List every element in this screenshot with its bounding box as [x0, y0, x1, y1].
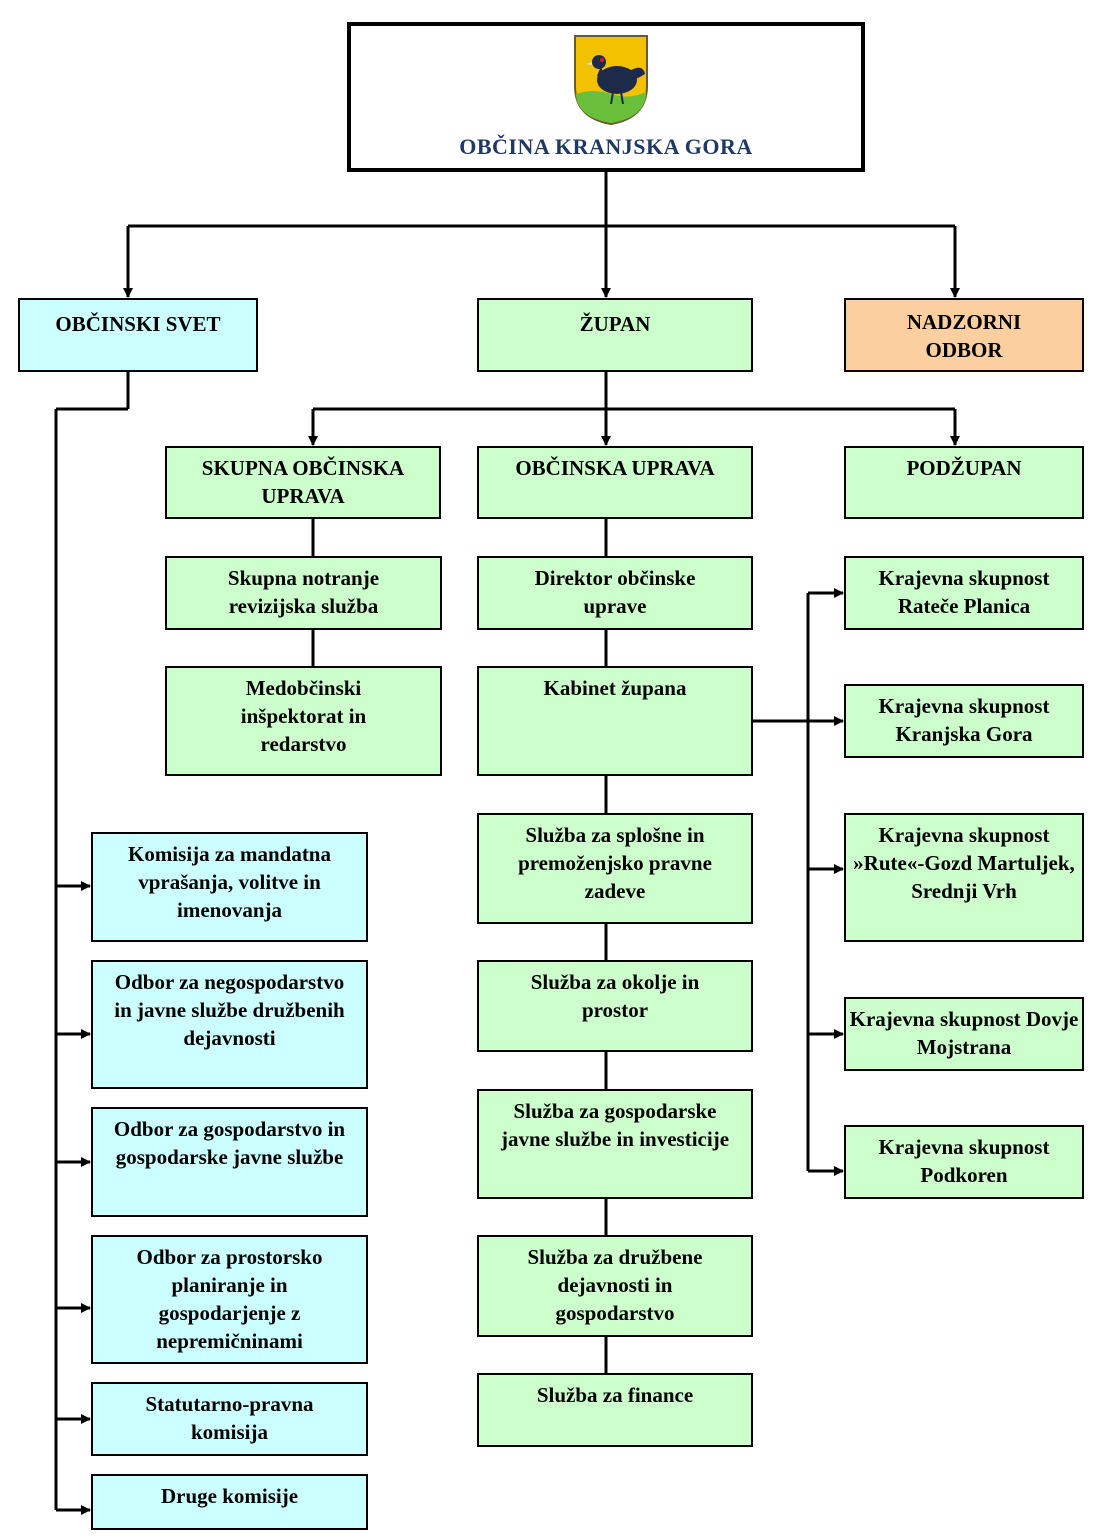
joint-admin-unit: Medobčinski inšpektorat in redarstvo: [165, 666, 442, 776]
council-body-box: Odbor za gospodarstvo in gospodarske jav…: [91, 1107, 368, 1217]
local-community-label: Krajevna skupnost Kranjska Gora: [878, 694, 1050, 746]
local-community-box: Krajevna skupnost Dovje Mojstrana: [844, 997, 1084, 1071]
admin-unit-label: Kabinet župana: [543, 676, 687, 700]
joint-administration-box: SKUPNA OBČINSKA UPRAVA: [165, 446, 441, 519]
council-body-label: Statutarno-pravna komisija: [145, 1392, 314, 1444]
joint-admin-unit-label: Skupna notranje revizijska služba: [227, 566, 380, 618]
local-community-box: Krajevna skupnost Kranjska Gora: [844, 684, 1084, 758]
joint-administration-label: SKUPNA OBČINSKA UPRAVA: [201, 456, 405, 508]
joint-admin-unit-label: Medobčinski inšpektorat in redarstvo: [240, 676, 367, 756]
deputy-mayor-box: PODŽUPAN: [844, 446, 1084, 519]
municipal-council-box: OBČINSKI SVET: [18, 298, 258, 372]
council-body-label: Odbor za gospodarstvo in gospodarske jav…: [113, 1117, 346, 1169]
local-community-box: Krajevna skupnost »Rute«-Gozd Martuljek,…: [844, 813, 1084, 942]
council-body-label: Odbor za negospodarstvo in javne službe …: [114, 970, 345, 1050]
admin-unit: Služba za gospodarske javne službe in in…: [477, 1089, 753, 1199]
admin-unit: Služba za družbene dejavnosti in gospoda…: [477, 1235, 753, 1337]
admin-unit: Služba za splošne in premoženjsko pravne…: [477, 813, 753, 924]
local-community-box: Krajevna skupnost Rateče Planica: [844, 556, 1084, 630]
local-community-label: Krajevna skupnost Dovje Mojstrana: [849, 1007, 1079, 1059]
supervisory-board-label: NADZORNI ODBOR: [906, 310, 1022, 362]
coat-of-arms-icon: [574, 35, 648, 126]
municipal-administration-label: OBČINSKA UPRAVA: [515, 456, 715, 480]
council-body-label: Druge komisije: [160, 1484, 299, 1508]
supervisory-board-box: NADZORNI ODBOR: [844, 298, 1084, 372]
council-body-box: Statutarno-pravna komisija: [91, 1382, 368, 1456]
municipality-title: OBČINA KRANJSKA GORA: [459, 134, 753, 159]
council-body-box: Komisija za mandatna vprašanja, volitve …: [91, 832, 368, 942]
council-body-label: Komisija za mandatna vprašanja, volitve …: [127, 842, 331, 922]
joint-admin-unit: Skupna notranje revizijska služba: [165, 556, 442, 630]
local-community-label: Krajevna skupnost Podkoren: [878, 1135, 1050, 1187]
admin-unit-label: Služba za splošne in premoženjsko pravne…: [518, 823, 712, 903]
council-body-box: Odbor za negospodarstvo in javne službe …: [91, 960, 368, 1089]
mayor-box: ŽUPAN: [477, 298, 753, 372]
admin-unit-label: Služba za okolje in prostor: [530, 970, 700, 1022]
local-community-label: Krajevna skupnost Rateče Planica: [878, 566, 1050, 618]
admin-unit: Služba za finance: [477, 1373, 753, 1447]
admin-unit-label: Direktor občinske uprave: [534, 566, 696, 618]
admin-unit-label: Služba za finance: [536, 1383, 694, 1407]
deputy-mayor-label: PODŽUPAN: [906, 456, 1022, 480]
admin-unit: Služba za okolje in prostor: [477, 960, 753, 1052]
admin-unit: Direktor občinske uprave: [477, 556, 753, 630]
municipal-administration-box: OBČINSKA UPRAVA: [477, 446, 753, 519]
mayor-label: ŽUPAN: [579, 312, 651, 336]
admin-unit-label: Služba za gospodarske javne službe in in…: [500, 1099, 730, 1151]
council-body-box: Odbor za prostorsko planiranje in gospod…: [91, 1235, 368, 1364]
admin-unit: Kabinet župana: [477, 666, 753, 776]
root-box: OBČINA KRANJSKA GORA: [347, 22, 865, 172]
admin-unit-label: Služba za družbene dejavnosti in gospoda…: [527, 1245, 703, 1325]
local-community-label: Krajevna skupnost »Rute«-Gozd Martuljek,…: [853, 823, 1075, 903]
council-body-label: Odbor za prostorsko planiranje in gospod…: [136, 1245, 323, 1353]
municipal-council-label: OBČINSKI SVET: [55, 312, 221, 336]
council-body-box: Druge komisije: [91, 1474, 368, 1530]
local-community-box: Krajevna skupnost Podkoren: [844, 1125, 1084, 1199]
